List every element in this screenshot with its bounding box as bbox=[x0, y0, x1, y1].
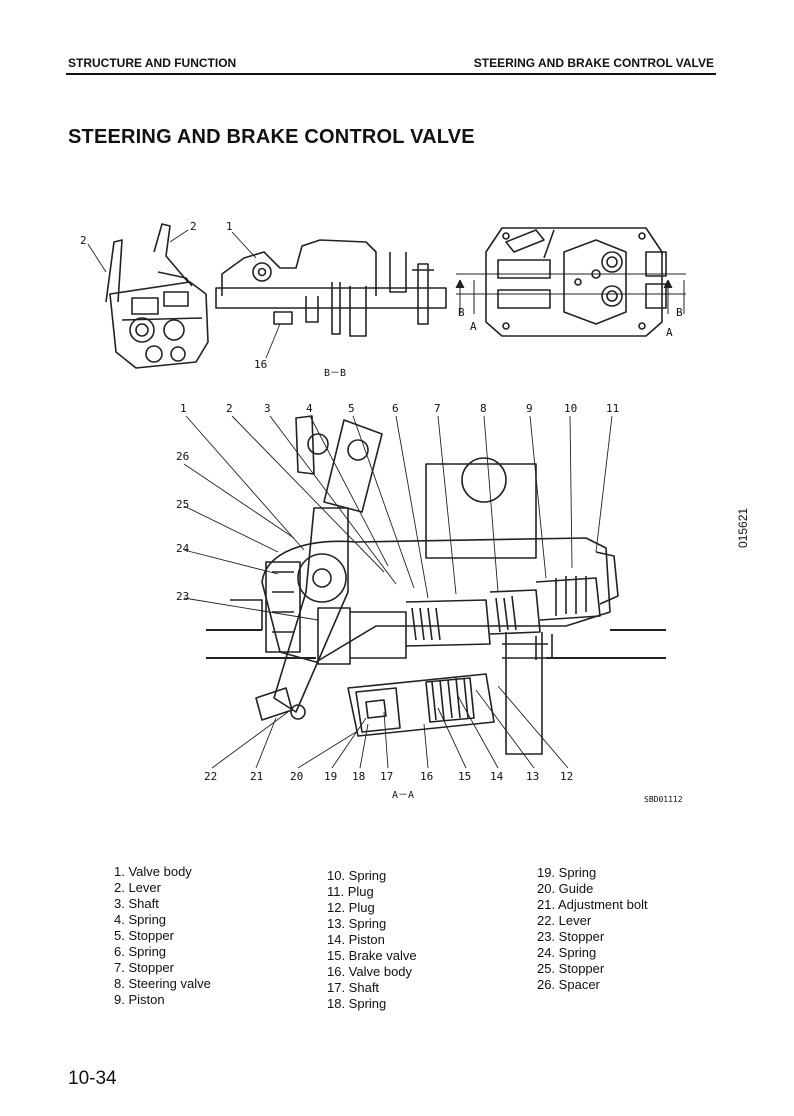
list-item: 17. Shaft bbox=[327, 980, 380, 995]
list-item: 16. Valve body bbox=[327, 964, 413, 979]
callout-20: 20 bbox=[290, 770, 303, 783]
parts-list-column-1: 1. Valve body 2. Lever 3. Shaft 4. Sprin… bbox=[114, 864, 211, 1008]
callout-9: 9 bbox=[526, 402, 533, 415]
list-item: 3. Shaft bbox=[114, 896, 159, 911]
section-bb-drawing bbox=[215, 239, 447, 337]
list-item: 9. Piston bbox=[114, 992, 165, 1007]
callout-6: 6 bbox=[392, 402, 399, 415]
list-item: 23. Stopper bbox=[537, 929, 605, 944]
side-reference-number: 015621 bbox=[736, 507, 750, 548]
page-title: STEERING AND BRAKE CONTROL VALVE bbox=[68, 126, 475, 148]
callout-13: 13 bbox=[526, 770, 539, 783]
section-aa-drawing bbox=[206, 415, 666, 755]
top-callout-16: 16 bbox=[254, 358, 267, 371]
callout-4: 4 bbox=[306, 402, 313, 415]
callout-26: 26 bbox=[176, 450, 189, 463]
callout-1: 1 bbox=[180, 402, 187, 415]
marker-b-left: B bbox=[458, 306, 465, 319]
side-view-drawing bbox=[105, 223, 209, 369]
valve-diagram: 2 2 1 16 B－B B A B A 1 2 3 4 5 6 7 8 9 1… bbox=[66, 212, 726, 812]
callout-11: 11 bbox=[606, 402, 619, 415]
list-item: 7. Stopper bbox=[114, 960, 174, 975]
list-item: 22. Lever bbox=[537, 913, 592, 928]
list-item: 20. Guide bbox=[537, 881, 594, 896]
list-item: 13. Spring bbox=[327, 916, 387, 931]
plan-view-drawing bbox=[485, 227, 667, 337]
header-section-title: STRUCTURE AND FUNCTION bbox=[68, 56, 237, 70]
section-label-bb: B－B bbox=[324, 368, 346, 379]
top-callout-2-right: 2 bbox=[190, 220, 197, 233]
callout-18: 18 bbox=[352, 770, 365, 783]
page-number: 10-34 bbox=[68, 1068, 117, 1089]
header-topic-title: STEERING AND BRAKE CONTROL VALVE bbox=[473, 56, 714, 70]
list-item: 12. Plug bbox=[327, 900, 375, 915]
callout-21: 21 bbox=[250, 770, 263, 783]
callout-8: 8 bbox=[480, 402, 487, 415]
leader-lines bbox=[87, 229, 613, 769]
callout-7: 7 bbox=[434, 402, 441, 415]
callout-10: 10 bbox=[564, 402, 577, 415]
top-callout-2-left: 2 bbox=[80, 234, 87, 247]
callout-17: 17 bbox=[380, 770, 393, 783]
list-item: 25. Stopper bbox=[537, 961, 605, 976]
callout-3: 3 bbox=[264, 402, 271, 415]
list-item: 24. Spring bbox=[537, 945, 597, 960]
callout-5: 5 bbox=[348, 402, 355, 415]
list-item: 2. Lever bbox=[114, 880, 161, 895]
list-item: 8. Steering valve bbox=[114, 976, 211, 991]
list-item: 11. Plug bbox=[327, 884, 374, 899]
callout-19: 19 bbox=[324, 770, 337, 783]
callout-16: 16 bbox=[420, 770, 433, 783]
list-item: 6. Spring bbox=[114, 944, 167, 959]
figure-code: SBD01112 bbox=[644, 795, 683, 804]
callout-25: 25 bbox=[176, 498, 189, 511]
top-callout-1: 1 bbox=[226, 220, 233, 233]
section-label-aa: A－A bbox=[392, 790, 414, 801]
callout-24: 24 bbox=[176, 542, 190, 555]
parts-list-column-2: 10. Spring 11. Plug 12. Plug 13. Spring … bbox=[327, 868, 417, 1012]
list-item: 5. Stopper bbox=[114, 928, 174, 943]
callout-23: 23 bbox=[176, 590, 189, 603]
marker-b-right: B bbox=[676, 306, 683, 319]
callout-22: 22 bbox=[204, 770, 217, 783]
marker-a-left: A bbox=[470, 320, 477, 333]
callout-14: 14 bbox=[490, 770, 504, 783]
list-item: 19. Spring bbox=[537, 865, 597, 880]
list-item: 15. Brake valve bbox=[327, 948, 417, 963]
callout-2: 2 bbox=[226, 402, 233, 415]
callout-12: 12 bbox=[560, 770, 573, 783]
marker-a-right: A bbox=[666, 326, 673, 339]
callout-15: 15 bbox=[458, 770, 471, 783]
list-item: 18. Spring bbox=[327, 996, 387, 1011]
list-item: 21. Adjustment bolt bbox=[537, 897, 648, 912]
list-item: 10. Spring bbox=[327, 868, 387, 883]
list-item: 1. Valve body bbox=[114, 864, 192, 879]
valve-drawing: 2 2 1 16 B－B B A B A 1 2 3 4 5 6 7 8 9 1… bbox=[80, 220, 686, 804]
list-item: 4. Spring bbox=[114, 912, 167, 927]
parts-list-column-3: 19. Spring 20. Guide 21. Adjustment bolt… bbox=[537, 865, 648, 993]
list-item: 26. Spacer bbox=[537, 977, 600, 992]
header-rule bbox=[66, 73, 716, 75]
list-item: 14. Piston bbox=[327, 932, 385, 947]
